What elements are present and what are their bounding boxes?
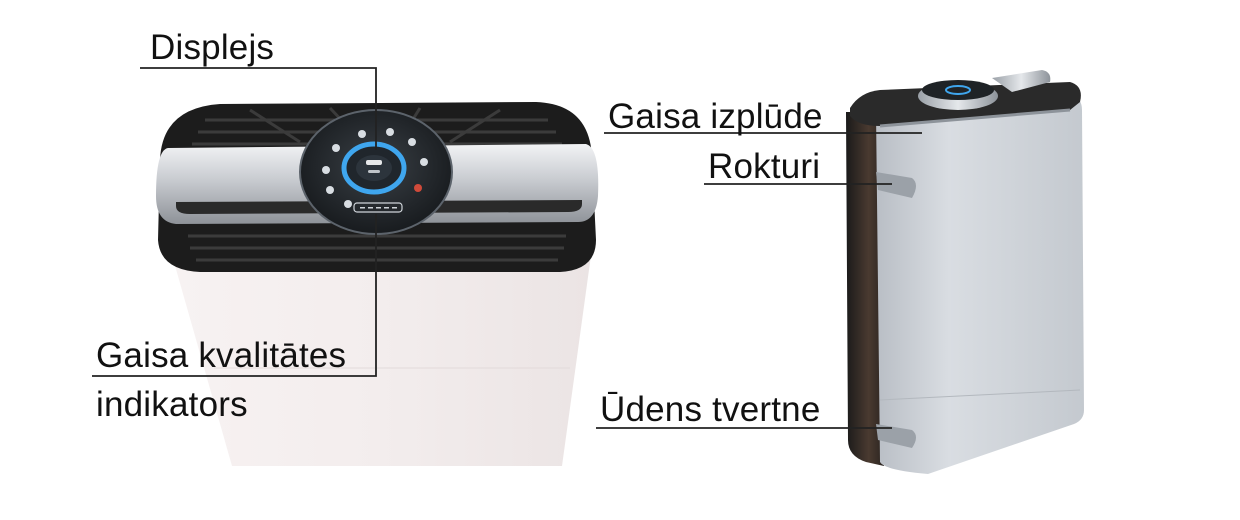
handle-recess-top xyxy=(876,172,916,198)
top-handle-band xyxy=(992,70,1051,92)
leader-lines xyxy=(92,67,922,429)
display-digits xyxy=(366,160,382,165)
purifier-side-view xyxy=(846,70,1084,474)
side-control-top xyxy=(922,80,994,100)
display-center xyxy=(356,155,392,181)
side-aqi-ring xyxy=(945,85,971,95)
purifier-body xyxy=(170,248,592,466)
leader-display xyxy=(140,67,377,150)
grille-slats xyxy=(188,106,566,262)
front-edge xyxy=(846,112,884,466)
timer-dots xyxy=(360,207,397,209)
side-panel xyxy=(876,96,1084,474)
label-air-quality-line1: Gaisa kvalitātes xyxy=(96,336,347,375)
touch-buttons xyxy=(322,128,428,208)
water-tank-seam xyxy=(879,389,1081,401)
top-rim xyxy=(879,108,1071,128)
label-air-outlet: Gaisa izplūde xyxy=(608,97,823,136)
label-air-quality-line2: indikators xyxy=(96,385,248,424)
label-handles: Rokturi xyxy=(708,147,821,186)
handle-recess-bottom xyxy=(876,424,916,448)
purifier-front-view xyxy=(156,102,599,466)
leader-air-quality xyxy=(92,214,377,377)
display-digits-2 xyxy=(368,170,380,173)
label-display: Displejs xyxy=(150,28,275,67)
label-water-tank: Ūdens tvertne xyxy=(600,390,821,429)
timer-bar xyxy=(353,202,403,213)
